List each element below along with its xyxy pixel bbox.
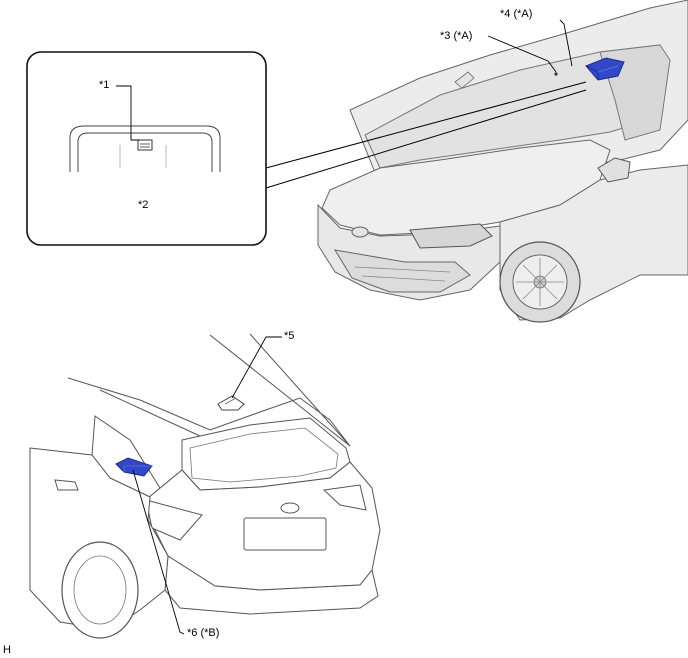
zoom-line-upper bbox=[265, 81, 587, 169]
inset-windshield-frame bbox=[69, 125, 221, 172]
front-small-part-marker bbox=[554, 72, 558, 76]
front-car-cabin-edge bbox=[454, 71, 475, 89]
leader-line-4 bbox=[559, 19, 573, 67]
callout-label-2: *2 bbox=[138, 199, 149, 211]
rear-car-illustration bbox=[29, 333, 381, 639]
rear-car-emblem bbox=[280, 502, 300, 514]
front-car-mirror bbox=[597, 157, 631, 183]
front-car-headlamp bbox=[409, 223, 493, 249]
figure-corner-mark: H bbox=[3, 644, 11, 656]
front-car-illustration bbox=[317, 0, 688, 323]
callout-label-4: *4 (*A) bbox=[500, 8, 533, 20]
front-highlight-module bbox=[585, 57, 625, 81]
leader-line-5 bbox=[231, 336, 282, 399]
callout-label-6: *6 (*B) bbox=[187, 627, 220, 639]
zoom-line-lower bbox=[265, 89, 587, 189]
front-car-grille bbox=[334, 249, 471, 293]
front-car-emblem bbox=[351, 226, 369, 238]
rear-highlight-module bbox=[115, 457, 153, 477]
rear-car-license-plate bbox=[243, 517, 327, 551]
rear-car-tail-lamp-right bbox=[322, 484, 367, 511]
callout-label-3: *3 (*A) bbox=[440, 30, 473, 42]
leader-line-3 bbox=[487, 35, 557, 73]
callout-label-5: *5 bbox=[284, 330, 295, 342]
leader-line-1 bbox=[116, 85, 140, 141]
rear-antenna-shark-fin bbox=[217, 395, 245, 411]
rear-car-bumper bbox=[164, 555, 379, 615]
rear-car-door-handle bbox=[54, 479, 79, 491]
rear-car-tail-lamp-left bbox=[145, 499, 203, 541]
detail-inset bbox=[26, 51, 267, 246]
leader-line-6 bbox=[132, 469, 185, 635]
callout-label-1: *1 bbox=[99, 79, 110, 91]
inset-sensor bbox=[137, 139, 153, 151]
rear-car-roof bbox=[67, 333, 351, 447]
